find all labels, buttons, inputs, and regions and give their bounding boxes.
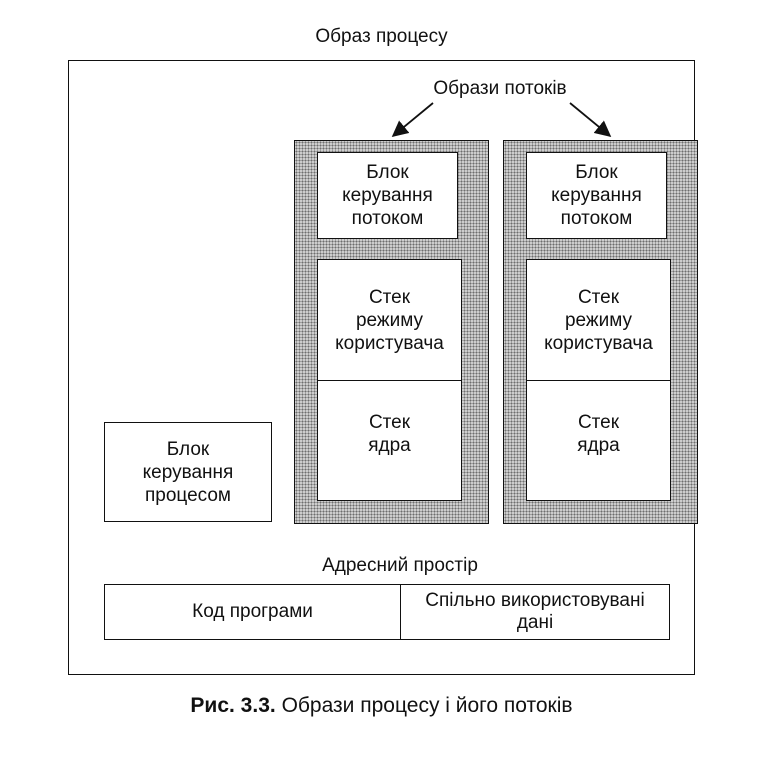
figure-caption: Рис. 3.3. Образи процесу і його потоків [0, 694, 763, 718]
thread-2-user-stack: Стек режиму користувача [526, 259, 671, 382]
shared-data-cell: Спільно використовувані дані [425, 590, 645, 633]
process-image-label: Образ процесу [315, 26, 448, 47]
thread-images-label: Образи потоків [433, 78, 567, 99]
figure-caption-text: Образи процесу і його потоків [281, 694, 573, 717]
arrow-to-thread-1 [391, 102, 434, 138]
figure-number: Рис. 3.3. [190, 694, 276, 717]
thread-1-user-stack: Стек режиму користувача [317, 259, 462, 382]
thread-1-kernel-stack: Стек ядра [317, 380, 462, 501]
program-code-cell: Код програми [105, 585, 401, 639]
address-space: Код програми Спільно використовувані дан… [104, 584, 670, 640]
address-space-label: Адресний простір [322, 555, 478, 576]
process-control-block: Блок керування процесом [104, 422, 272, 522]
thread-2-kernel-stack: Стек ядра [526, 380, 671, 501]
arrow-to-thread-2 [569, 102, 612, 138]
thread-1-control-block: Блок керування потоком [317, 152, 458, 239]
thread-2-control-block: Блок керування потоком [526, 152, 667, 239]
